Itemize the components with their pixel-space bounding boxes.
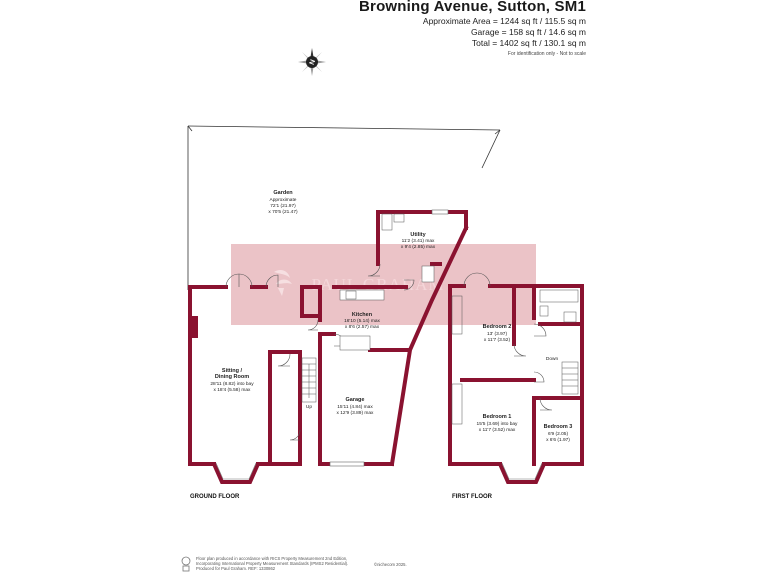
garage-dim1: 15'11 (4.84) max <box>337 404 373 410</box>
ground-floor-walls <box>188 210 469 467</box>
garage-area: Garage = 158 sq ft / 14.6 sq m <box>470 27 586 37</box>
footer-line3: Produced for Paul Graham. REF: 1330862 <box>196 566 276 572</box>
ground-labels: Garden Approximate 72'1 (21.97) x 70'5 (… <box>190 190 436 500</box>
first-bay-window <box>498 463 546 484</box>
door-swings <box>225 263 415 441</box>
sitting-dim1: 28'11 (8.82) into bay <box>210 381 254 387</box>
garden-boundary <box>187 125 501 290</box>
ground-stairs <box>301 357 317 403</box>
first-door-swings <box>463 272 553 411</box>
garden-dim1: Approximate <box>270 197 297 203</box>
windows <box>329 209 449 467</box>
ground-bay-glazing <box>215 462 257 480</box>
garage-name: Garage <box>346 397 365 403</box>
garden-dim2: 72'1 (21.97) <box>270 203 296 209</box>
first-labels: Bedroom 2 13' (3.97) x 11'7 (3.52) Bedro… <box>452 324 572 500</box>
stairs-down-label: Down <box>546 356 559 362</box>
ground-bay-window <box>212 463 260 484</box>
property-title: Browning Avenue, Sutton, SM1 <box>359 0 586 15</box>
utility-dim2: x 9'4 (2.85) max <box>401 244 436 250</box>
watermark-logo-icon <box>274 270 292 296</box>
kitchen-name: Kitchen <box>352 312 373 318</box>
first-floor-label: FIRST FLOOR <box>452 494 493 500</box>
kitchen-dim1: 16'10 (5.14) max <box>344 318 380 324</box>
kitchen-fixtures <box>339 213 435 351</box>
footer-line2: Incorporating International Property Mea… <box>196 561 349 567</box>
total-area: Total = 1402 sq ft / 130.1 sq m <box>471 38 586 48</box>
footer: Floor plan produced in accordance with R… <box>181 556 407 572</box>
first-bay-glazing <box>501 462 543 480</box>
compass-icon: N <box>298 48 326 76</box>
first-stairs <box>561 361 579 395</box>
bed2-dim2: x 11'7 (3.52) <box>484 337 511 343</box>
garage-dim2: x 12'9 (3.89) max <box>337 410 375 416</box>
approx-area: Approximate Area = 1244 sq ft / 115.5 sq… <box>422 16 586 26</box>
bed1-dim2: x 11'7 (3.52) max <box>479 427 516 433</box>
bed2-name: Bedroom 2 <box>483 324 512 330</box>
bed1-name: Bedroom 1 <box>483 414 512 420</box>
sitting-room-fireplace <box>192 316 198 338</box>
garden-name: Garden <box>273 190 293 196</box>
ground-floor-label: GROUND FLOOR <box>190 494 240 500</box>
header: Browning Avenue, Sutton, SM1 Approximate… <box>359 0 586 57</box>
utility-dim1: 11'2 (3.41) max <box>402 238 435 244</box>
footer-line1: Floor plan produced in accordance with R… <box>196 556 348 561</box>
watermark-band <box>231 244 536 325</box>
disclaimer: For identification only - Not to scale <box>507 51 586 57</box>
sitting-dim2: x 18'4 (5.58) max <box>214 387 252 393</box>
bed3-name: Bedroom 3 <box>544 424 573 430</box>
bed3-dim2: x 6'6 (1.97) <box>546 437 570 443</box>
wardrobes <box>451 295 463 425</box>
first-floor-walls <box>448 284 584 466</box>
compass-letter: N <box>309 59 317 66</box>
utility-name: Utility <box>410 232 426 238</box>
bathroom-fixtures <box>539 289 579 323</box>
garden-dim3: x 70'5 (21.47) <box>268 209 298 215</box>
stairs-up-label: Up <box>306 404 312 410</box>
bed1-dim1: 15'5 (3.69) into bay <box>477 421 519 427</box>
bed3-dim1: 6'9 (2.05) <box>548 431 569 437</box>
sitting-name1: Sitting / <box>222 368 243 374</box>
bed2-dim1: 13' (3.97) <box>487 331 508 337</box>
footer-copyright: ©nichecom 2025. <box>374 562 407 567</box>
kitchen-dim2: x 8'6 (2.57) max <box>345 324 380 330</box>
sitting-name2: Dining Room <box>215 374 249 380</box>
rics-logo-icon <box>181 556 191 572</box>
